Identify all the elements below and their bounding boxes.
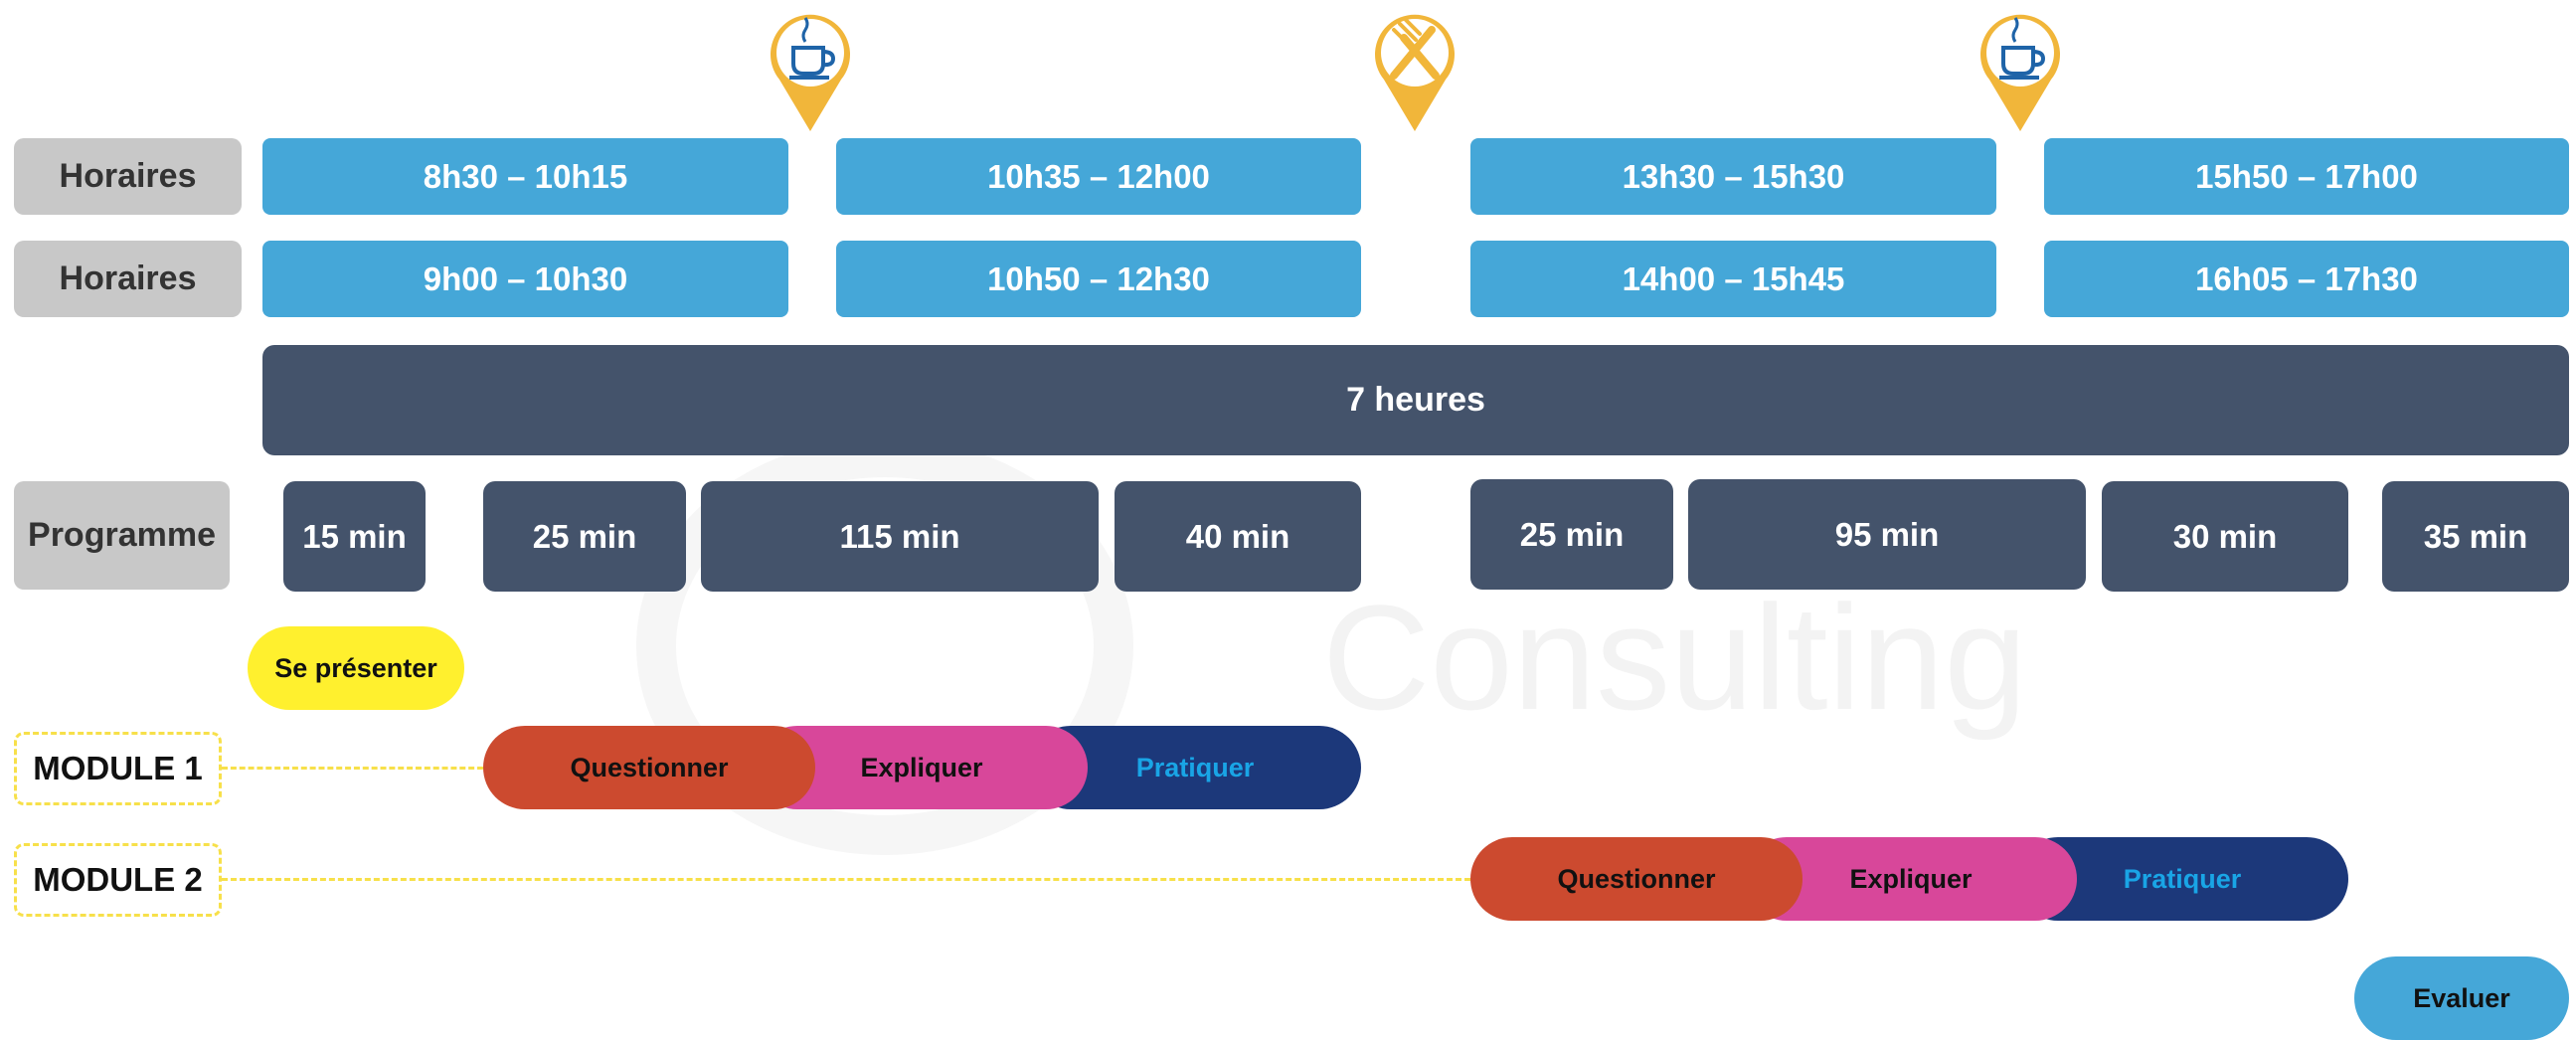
programme-duration: 25 min xyxy=(1470,479,1673,590)
schedule-1-slot: 10h35 – 12h00 xyxy=(836,138,1361,215)
module-2-label: MODULE 2 xyxy=(14,843,222,917)
programme-duration: 30 min xyxy=(2102,481,2348,592)
programme-label: Programme xyxy=(14,481,230,590)
total-duration-bar: 7 heures xyxy=(262,345,2569,455)
programme-duration: 115 min xyxy=(701,481,1099,592)
programme-duration: 95 min xyxy=(1688,479,2086,590)
module-1-label: MODULE 1 xyxy=(14,732,222,805)
schedule-1-slot: 8h30 – 10h15 xyxy=(262,138,788,215)
evaluer-pill: Evaluer xyxy=(2354,956,2569,1040)
break-pin-coffee-2 xyxy=(1975,8,2065,137)
coffee-icon xyxy=(1980,14,2060,131)
schedule-2-slot: 10h50 – 12h30 xyxy=(836,241,1361,317)
schedule-1-slot: 15h50 – 17h00 xyxy=(2044,138,2569,215)
break-pin-coffee-1 xyxy=(766,8,855,137)
horaires-label-2: Horaires xyxy=(14,241,242,317)
schedule-2-slot: 14h00 – 15h45 xyxy=(1470,241,1996,317)
schedule-2-slot: 16h05 – 17h30 xyxy=(2044,241,2569,317)
module-2-questionner: Questionner xyxy=(1470,837,1803,921)
horaires-label-1: Horaires xyxy=(14,138,242,215)
watermark-text: Consulting xyxy=(1322,574,2027,741)
break-pin-lunch xyxy=(1370,8,1460,137)
schedule-1-slot: 13h30 – 15h30 xyxy=(1470,138,1996,215)
programme-duration: 40 min xyxy=(1115,481,1361,592)
fork-knife-icon xyxy=(1375,14,1455,131)
coffee-icon xyxy=(771,14,850,131)
programme-duration: 15 min xyxy=(283,481,426,592)
intro-pill: Se présenter xyxy=(248,626,464,710)
module-1-connector xyxy=(222,767,483,770)
schedule-2-slot: 9h00 – 10h30 xyxy=(262,241,788,317)
programme-duration: 25 min xyxy=(483,481,686,592)
programme-duration: 35 min xyxy=(2382,481,2569,592)
module-1-questionner: Questionner xyxy=(483,726,815,809)
module-2-connector xyxy=(222,878,1470,881)
